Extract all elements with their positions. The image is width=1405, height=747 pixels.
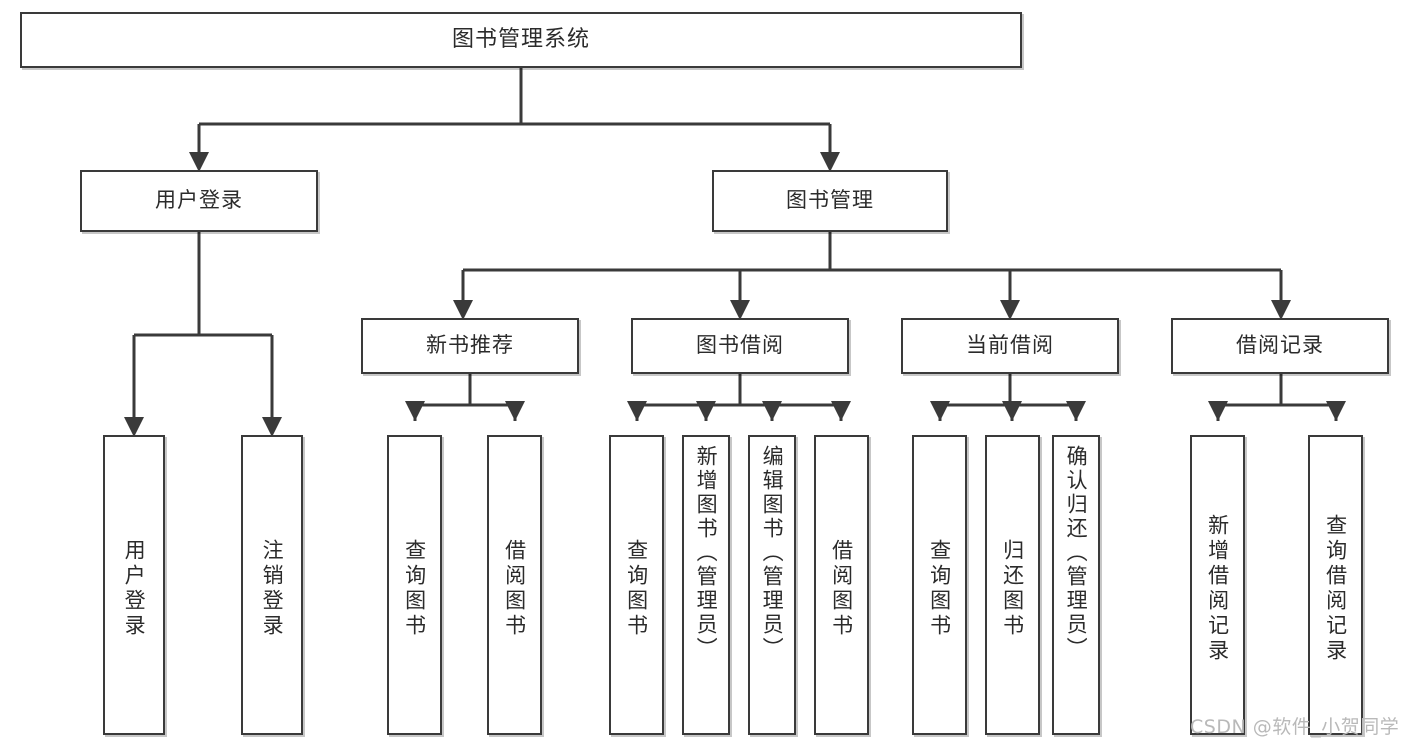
node-leaf-edit-book[interactable]: 编辑图书（管理员） [748,435,796,735]
node-new-book-recommend[interactable]: 新书推荐 [361,318,579,374]
node-leaf-query-book-2-label: 查询图书 [624,539,649,639]
csdn-watermark: CSDN @软件_小贺同学 [1190,716,1400,738]
node-book-borrow-label: 图书借阅 [696,333,784,358]
node-borrow-record-label: 借阅记录 [1236,333,1324,358]
node-leaf-borrow-book-2[interactable]: 借阅图书 [814,435,869,735]
node-user-login[interactable]: 用户登录 [80,170,318,232]
node-leaf-query-book-3[interactable]: 查询图书 [912,435,967,735]
node-leaf-query-record-label: 查询借阅记录 [1323,514,1348,664]
node-leaf-query-book-1-label: 查询图书 [402,539,427,639]
node-user-login-label: 用户登录 [155,188,243,213]
node-leaf-return-book[interactable]: 归还图书 [985,435,1040,735]
node-current-borrow-label: 当前借阅 [966,333,1054,358]
node-leaf-borrow-book-1[interactable]: 借阅图书 [487,435,542,735]
node-leaf-query-record[interactable]: 查询借阅记录 [1308,435,1363,735]
node-book-manage-label: 图书管理 [786,188,874,213]
node-leaf-logout[interactable]: 注销登录 [241,435,303,735]
node-book-manage[interactable]: 图书管理 [712,170,948,232]
node-book-borrow[interactable]: 图书借阅 [631,318,849,374]
node-leaf-user-login[interactable]: 用户登录 [103,435,165,735]
node-leaf-borrow-book-2-label: 借阅图书 [829,539,854,639]
node-leaf-user-login-label: 用户登录 [122,539,147,639]
node-leaf-borrow-book-1-label: 借阅图书 [502,539,527,639]
node-leaf-confirm-return-label: 确认归还（管理员） [1064,445,1089,661]
node-borrow-record[interactable]: 借阅记录 [1171,318,1389,374]
node-root[interactable]: 图书管理系统 [20,12,1022,68]
node-leaf-query-book-3-label: 查询图书 [927,539,952,639]
node-new-book-recommend-label: 新书推荐 [426,333,514,358]
node-leaf-logout-label: 注销登录 [260,539,285,639]
node-leaf-edit-book-label: 编辑图书（管理员） [760,445,785,661]
node-leaf-confirm-return[interactable]: 确认归还（管理员） [1052,435,1100,735]
node-root-label: 图书管理系统 [451,26,590,52]
node-leaf-query-book-1[interactable]: 查询图书 [387,435,442,735]
node-leaf-add-record-label: 新增借阅记录 [1205,514,1230,664]
node-leaf-query-book-2[interactable]: 查询图书 [609,435,664,735]
node-current-borrow[interactable]: 当前借阅 [901,318,1119,374]
node-leaf-add-book-label: 新增图书（管理员） [694,445,719,661]
node-leaf-add-book[interactable]: 新增图书（管理员） [682,435,730,735]
node-leaf-return-book-label: 归还图书 [1000,539,1025,639]
node-leaf-add-record[interactable]: 新增借阅记录 [1190,435,1245,735]
